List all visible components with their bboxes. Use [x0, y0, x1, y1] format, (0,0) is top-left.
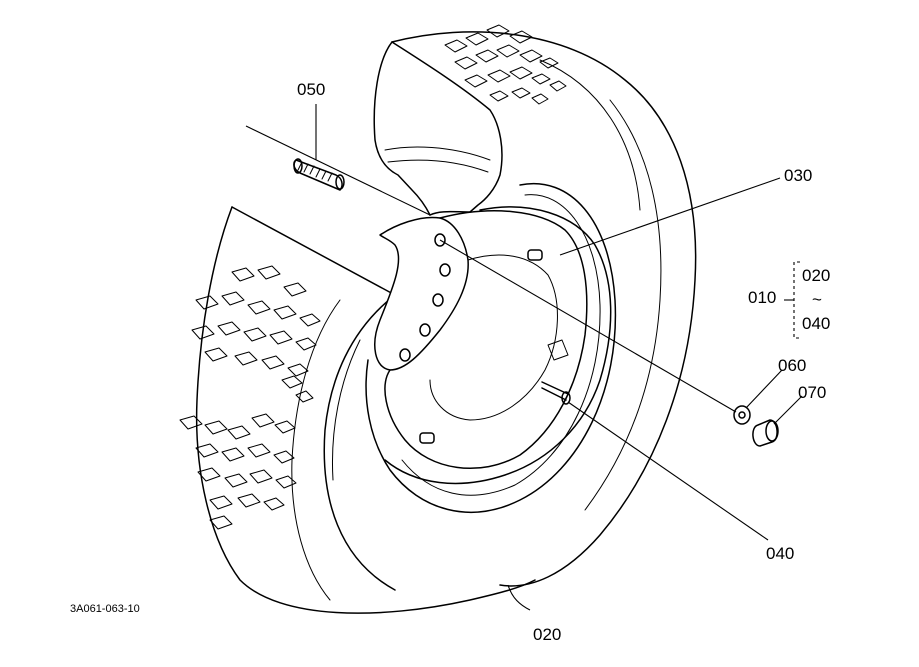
axis-line-nut [439, 239, 737, 413]
label-020: 020 [533, 625, 561, 644]
leader-020 [507, 584, 531, 611]
range-tilde: ~ [812, 290, 822, 309]
label-040-range-bottom: 040 [802, 314, 830, 333]
washer [733, 405, 751, 425]
leader-030 [559, 177, 781, 256]
label-070: 070 [798, 383, 826, 402]
leader-070 [773, 395, 803, 425]
nut [752, 419, 779, 447]
leader-040 [567, 401, 769, 541]
label-010: 010 [748, 288, 776, 307]
label-030: 030 [784, 166, 812, 185]
label-050: 050 [297, 80, 325, 99]
tread-lugs [179, 24, 567, 530]
tire [195, 31, 697, 614]
label-040: 040 [766, 544, 794, 563]
label-060: 060 [778, 356, 806, 375]
axis-line-stud [245, 125, 431, 216]
bracket-010 [793, 261, 800, 339]
drawing-reference: 3A061-063-10 [70, 603, 140, 615]
leader-060 [745, 369, 783, 409]
stud-bolt [293, 158, 345, 191]
label-020-range-top: 020 [802, 266, 830, 285]
wheel-rim [374, 206, 612, 485]
